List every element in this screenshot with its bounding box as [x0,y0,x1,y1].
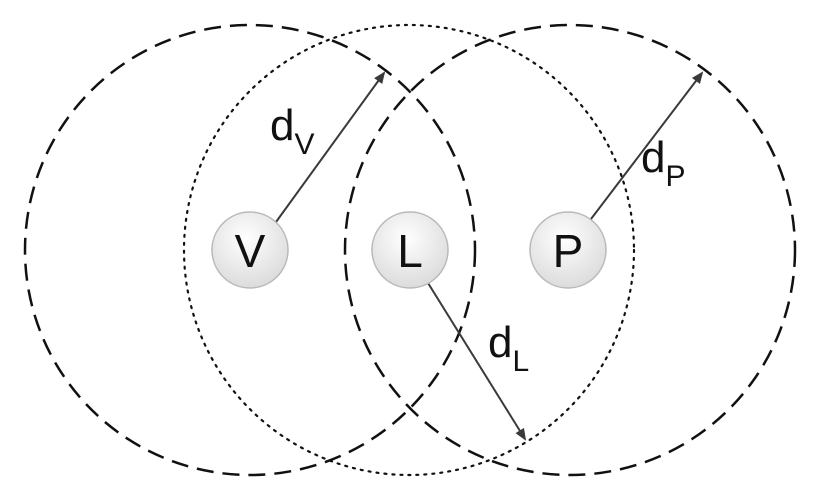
p-radius-arrow [590,71,704,220]
v-radius-subscript: V [294,128,314,161]
p-radius-label: dP [641,133,686,193]
node-v-circle [211,211,289,289]
l-radius-base: d [488,318,512,367]
node-l-label: L [397,225,423,277]
v-radius-arrow [275,71,386,223]
v-radius-label: dV [270,101,315,161]
l-radius-subscript: L [512,345,529,378]
l-radius-arrow [427,282,527,441]
p-range-circle [343,23,797,477]
p-radius-base: d [641,133,665,182]
node-p-circle [529,211,607,289]
node-l-circle [371,211,449,289]
node-p-label: P [553,225,584,277]
v-radius-base: d [270,101,294,150]
l-range-circle [182,23,636,477]
node-v-label: V [235,225,266,277]
node-v: V [211,211,289,289]
p-radius-subscript: P [665,160,685,193]
l-radius-label: dL [488,318,529,378]
v-range-circle [23,23,477,477]
node-l: L [371,211,449,289]
node-p: P [529,211,607,289]
